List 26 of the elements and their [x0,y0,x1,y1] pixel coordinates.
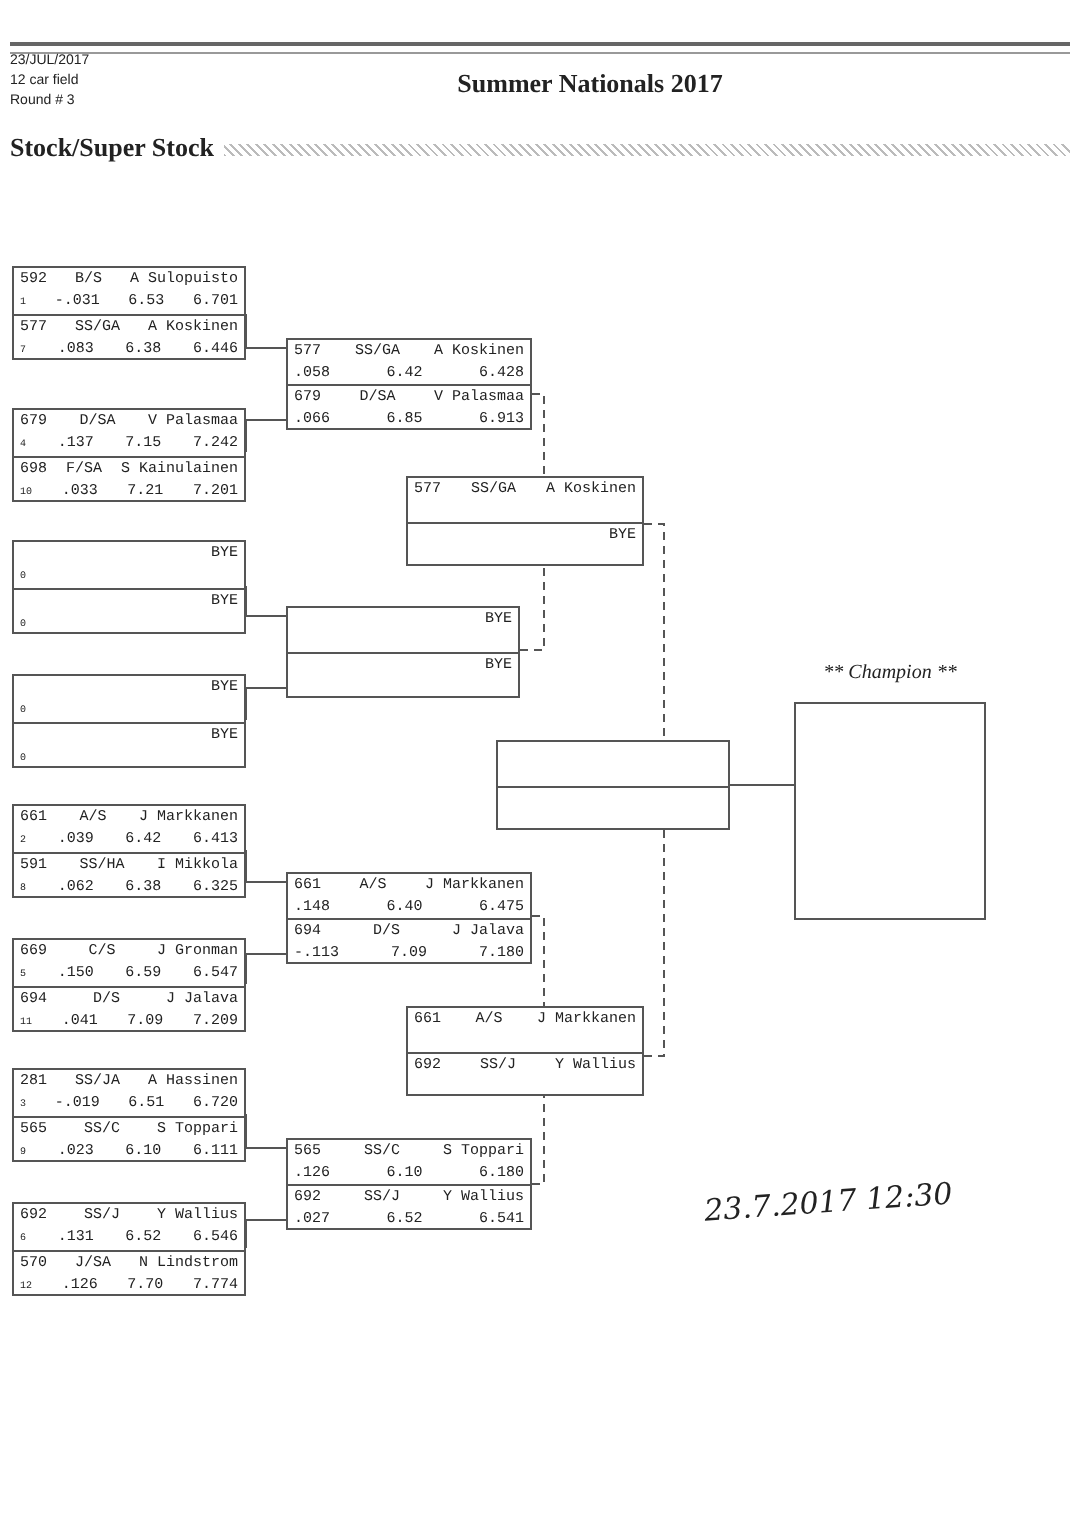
bracket-line [643,523,665,741]
bracket-line [643,829,665,1057]
matchup-box [286,872,532,964]
handwritten-date: 23.7.2017 12:30 [703,1175,954,1229]
bracket-line [519,565,545,651]
matchup-box [12,674,246,768]
matchup-box [286,338,532,430]
matchup-box [286,606,520,698]
bracket-line [531,915,545,1007]
matchup-box [12,1068,246,1162]
matchup-box [12,804,246,898]
bracket-line [531,1095,545,1185]
matchup-box [286,1138,532,1230]
class-heading: Stock/Super Stock [10,132,214,164]
matchup-box [12,1202,246,1296]
matchup-box [12,938,246,1032]
matchup-box [12,408,246,502]
matchup-box [406,1006,644,1096]
page-title: Summer Nationals 2017 [455,68,725,100]
matchup-box [406,476,644,566]
champion-heading: ** Champion ** [821,662,959,684]
matchup-box [12,540,246,634]
empty-matchup-box [496,740,730,830]
bracket-line [531,393,545,477]
matchup-box [12,266,246,360]
bracket-line [729,784,795,786]
